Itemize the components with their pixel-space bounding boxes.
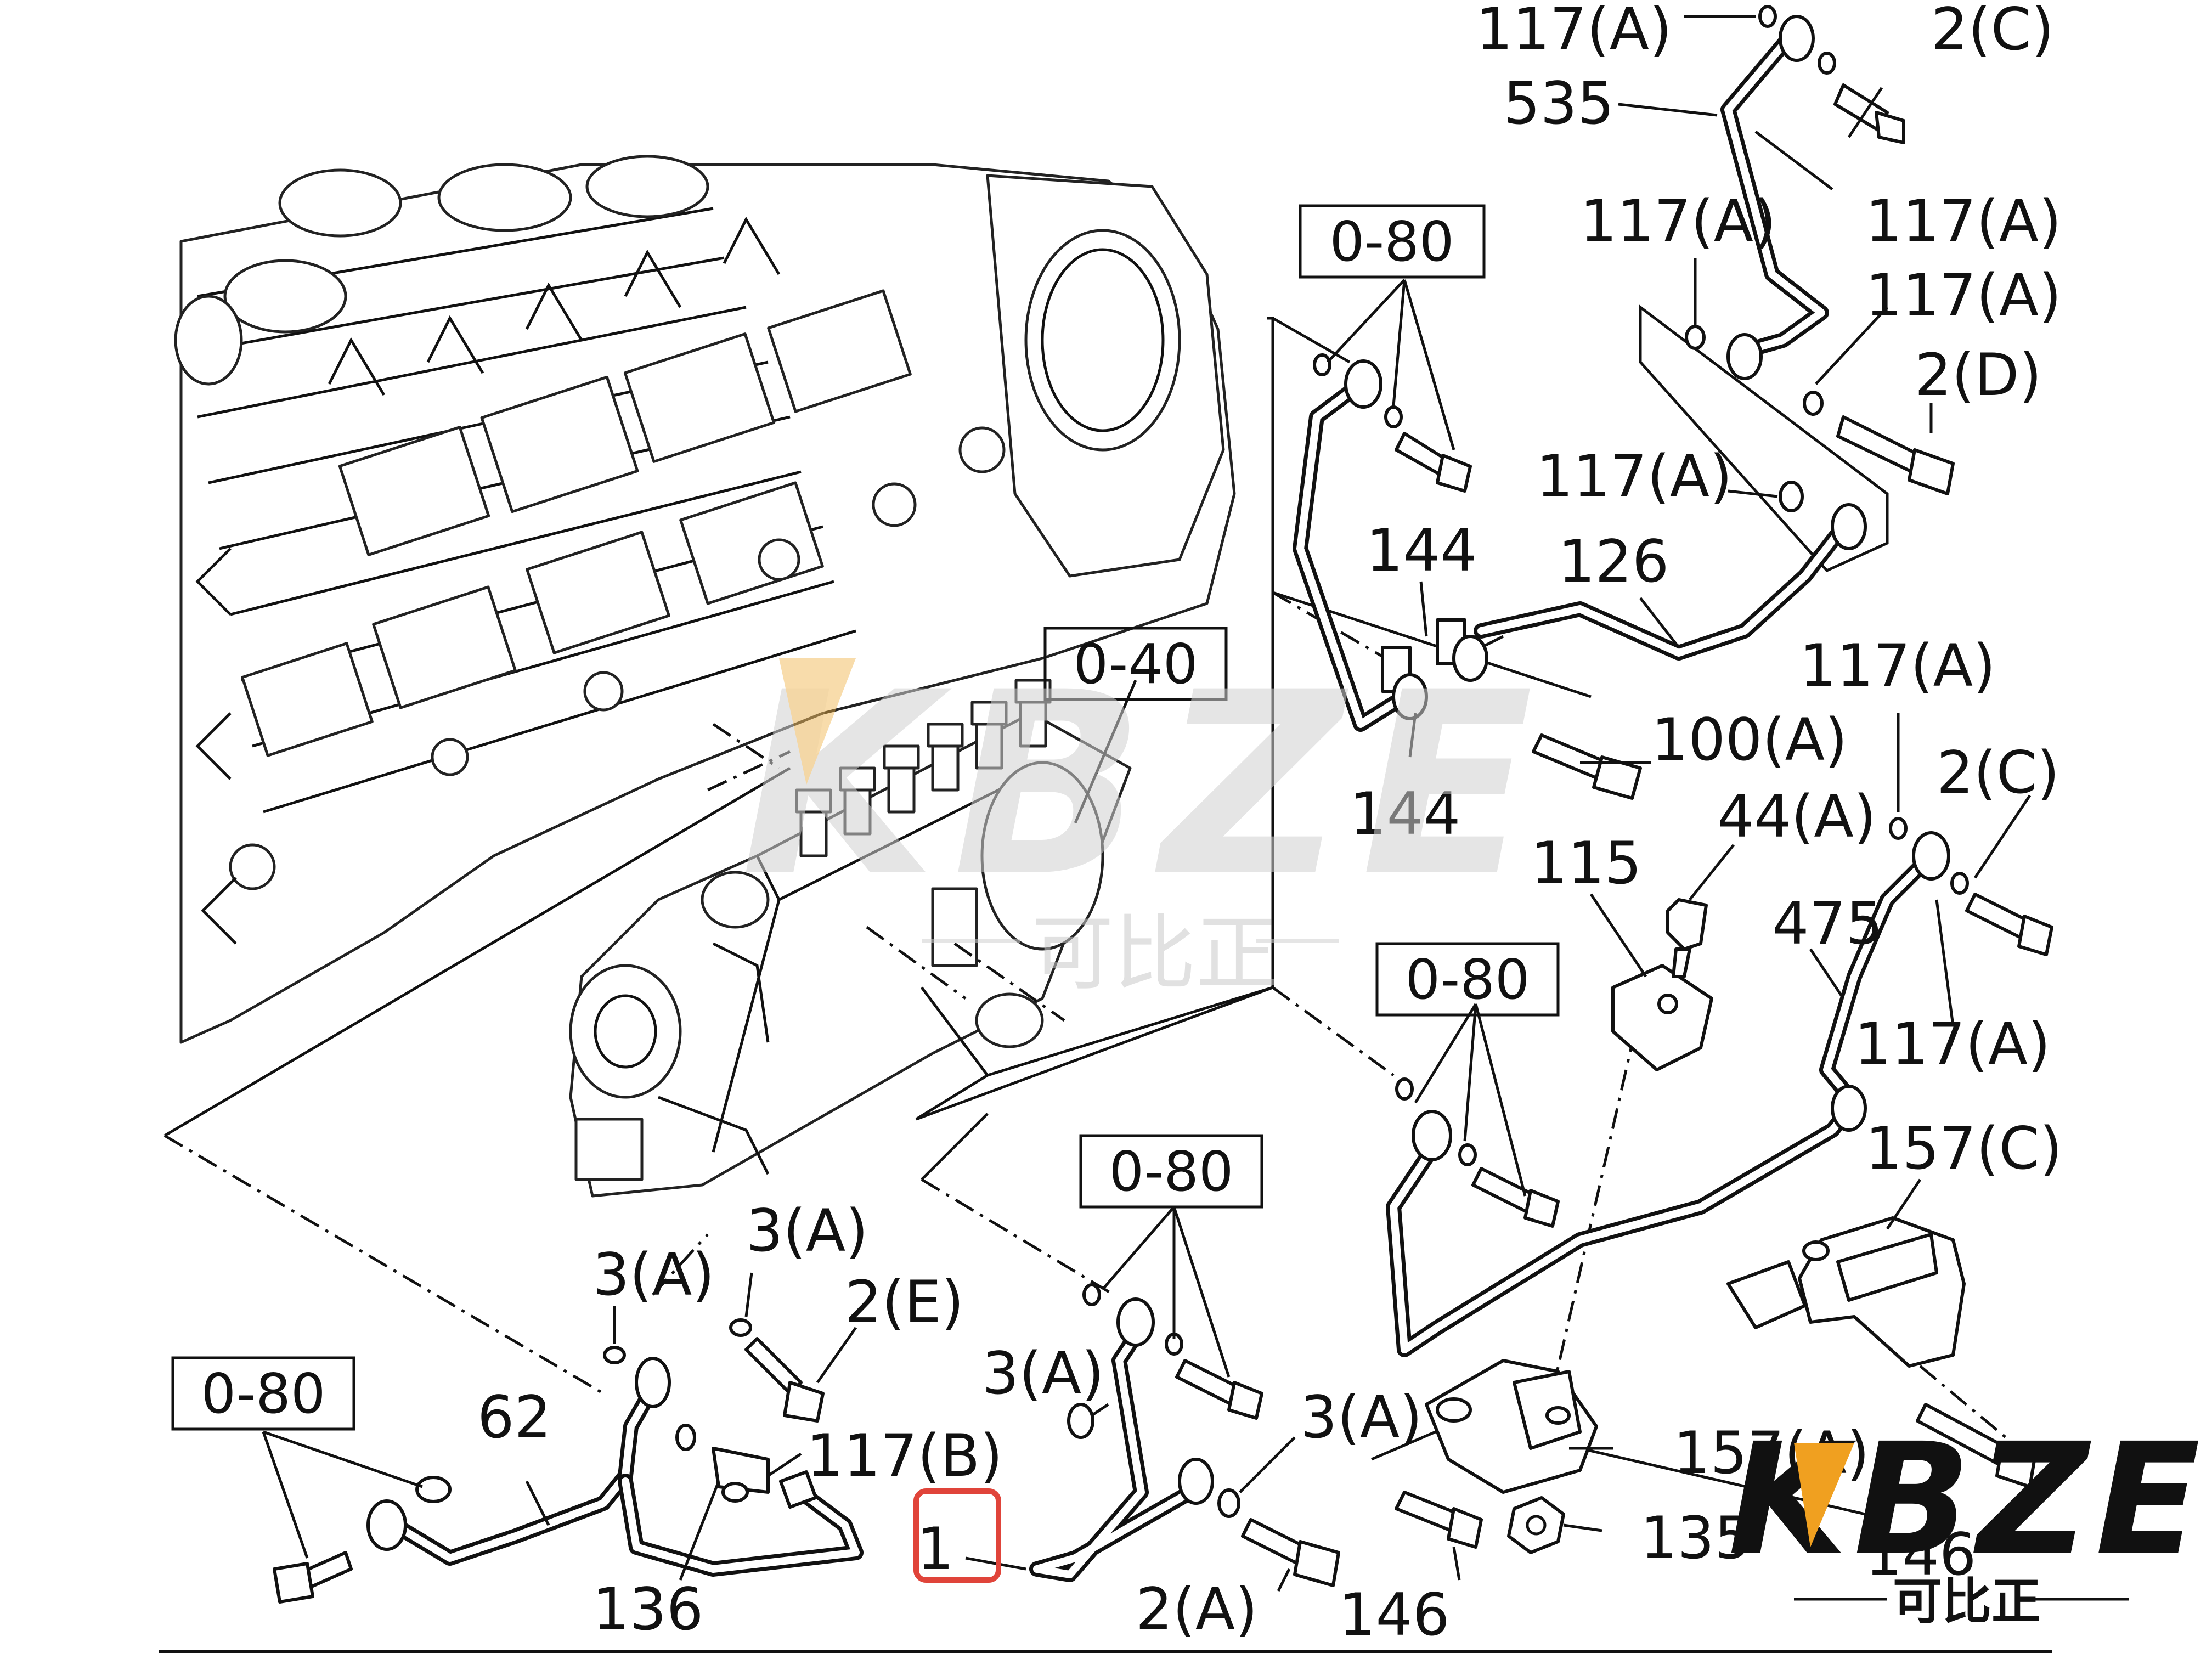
part-labels: 117(A) 2(C) 535 117(A) 117(A) 117(A) 2(D… [477,0,2062,1649]
label-2d: 2(D) [1915,341,2042,409]
label-3a: 3(A) [1300,1384,1423,1451]
label-117a: 117(A) [1580,188,1776,255]
label-1: 1 [917,1515,953,1583]
pipe-535-assembly [1293,5,1955,800]
label-126: 126 [1558,528,1669,595]
label-135: 135 [1640,1504,1751,1572]
label-144: 144 [1366,517,1477,584]
label-136: 136 [592,1576,703,1643]
label-117a: 117(A) [1854,1011,2051,1078]
label-117a: 117(A) [1865,262,2062,329]
label-115: 115 [1531,830,1641,897]
box-080-top-text: 0-80 [1330,210,1454,274]
label-146: 146 [1865,1521,1976,1588]
label-3a: 3(A) [592,1241,715,1308]
center-watermark: KBZE 可比正 [741,639,1550,1002]
label-117a: 117(A) [1799,632,1996,699]
box-080-mid-text: 0-80 [1406,947,1530,1012]
label-2c: 2(C) [1937,739,2059,806]
engine-block-illustration [174,155,1236,1044]
label-117b: 117(B) [806,1422,1003,1489]
box-080-center: 0-80 [1079,1134,1263,1209]
label-2e: 2(E) [845,1268,964,1336]
injection-pump-illustration [569,679,1132,1198]
box-080-left: 0-80 [171,1356,356,1431]
lower-pipes-assembly [273,1283,1340,1604]
box-080-mid: 0-80 [1375,942,1560,1017]
label-62: 62 [477,1384,551,1451]
highlight-part-1-box [913,1488,1001,1583]
label-117a: 117(A) [1865,188,2062,255]
corner-logo-brand: KBZE [1728,1410,2207,1589]
label-146: 146 [1339,1581,1449,1649]
label-475: 475 [1772,890,1883,957]
box-080-left-text: 0-80 [201,1362,326,1426]
box-080-top: 0-80 [1299,204,1486,279]
label-leader-lines [262,15,2032,1592]
corner-logo-accent [1794,1443,1854,1547]
label-2c: 2(C) [1931,0,2054,63]
watermark-brand-center: KBZE [741,639,1550,932]
corner-logo-chinese: 可比正 [1893,1573,2041,1630]
label-144: 144 [1350,780,1460,848]
label-3a: 3(A) [982,1340,1104,1407]
corner-logo: KBZE 可比正 [1728,1410,2207,1630]
box-040: 0-40 [1043,627,1228,701]
boxed-labels: 0-80 0-40 0-80 0-80 0-80 [171,204,1560,1431]
label-2a: 2(A) [1136,1576,1258,1643]
label-157c: 157(C) [1865,1115,2062,1182]
box-040-text: 0-40 [1074,632,1198,696]
label-117a: 117(A) [1536,443,1733,510]
pipe-475-assembly [1386,817,2053,1554]
box-080-center-text: 0-80 [1109,1139,1234,1204]
label-117a: 117(A) [1476,0,1672,63]
label-44a: 44(A) [1717,783,1876,850]
watermark-accent-shape [779,658,856,785]
watermark-chinese-center: 可比正 [1031,906,1278,1002]
label-3a: 3(A) [746,1197,868,1265]
label-535: 535 [1503,70,1614,137]
label-100a: 100(A) [1651,706,1848,774]
